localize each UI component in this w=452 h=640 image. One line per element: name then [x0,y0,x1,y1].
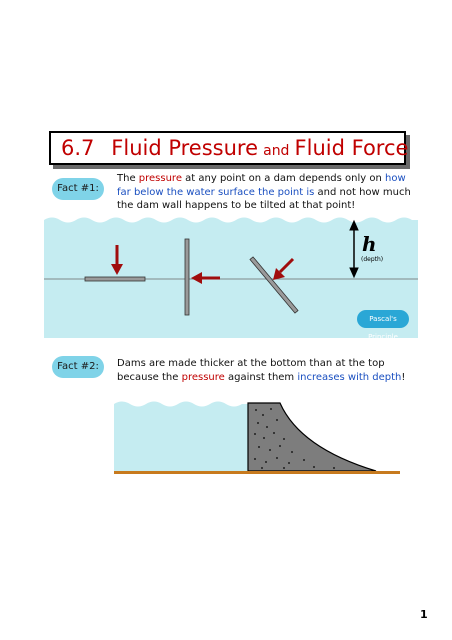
fact2-segment: ! [401,371,406,383]
h-label: h [362,232,377,256]
fact1-text: The pressure at any point on a dam depen… [117,172,412,213]
horizontal-plate [84,276,146,282]
ground-line [114,471,400,474]
fact1-segment: pressure [138,173,182,184]
fact1-badge: Fact #1: [52,178,104,200]
fact2-segment: increases with depth [297,371,402,383]
fact2-segment: Dams are made thicker at the bottom than… [117,358,385,383]
vertical-plate [184,238,190,316]
dam-wall [247,402,377,472]
fact2-segment: against them [224,371,298,383]
water-surface [44,217,418,338]
title-part1: Fluid Pressure [111,136,259,160]
fact1-segment: The [117,173,139,184]
reservoir-water [114,401,248,472]
page-number: 1 [420,608,428,621]
title-number: 6.7 [61,136,95,160]
fact2-text: Dams are made thicker at the bottom than… [117,357,417,384]
pressure-diagram: h (depth) [44,217,418,338]
depth-arrow [349,219,359,279]
pascal-principle-badge[interactable]: Pascal's Principle [357,310,409,341]
dam-diagram [114,401,400,474]
concrete-texture [254,408,335,469]
tilted-plate [249,256,299,314]
depth-label: (depth) [361,256,383,263]
fact1-segment: at any point on a dam depends only on [181,173,386,184]
pressure-arrows [111,245,295,284]
title-part2: Fluid Force [294,136,409,160]
title-box: 6.7 Fluid Pressure and Fluid Force [49,131,408,165]
fact1-segment: how far below the water surface the poin… [117,173,406,198]
fact2-badge: Fact #2: [52,356,104,378]
page-title: 6.7 Fluid Pressure and Fluid Force [61,136,408,160]
title-conj: and [263,143,290,159]
fact2-segment: pressure [181,371,225,383]
fact1-segment: and not how much the dam wall happens to… [117,186,411,212]
